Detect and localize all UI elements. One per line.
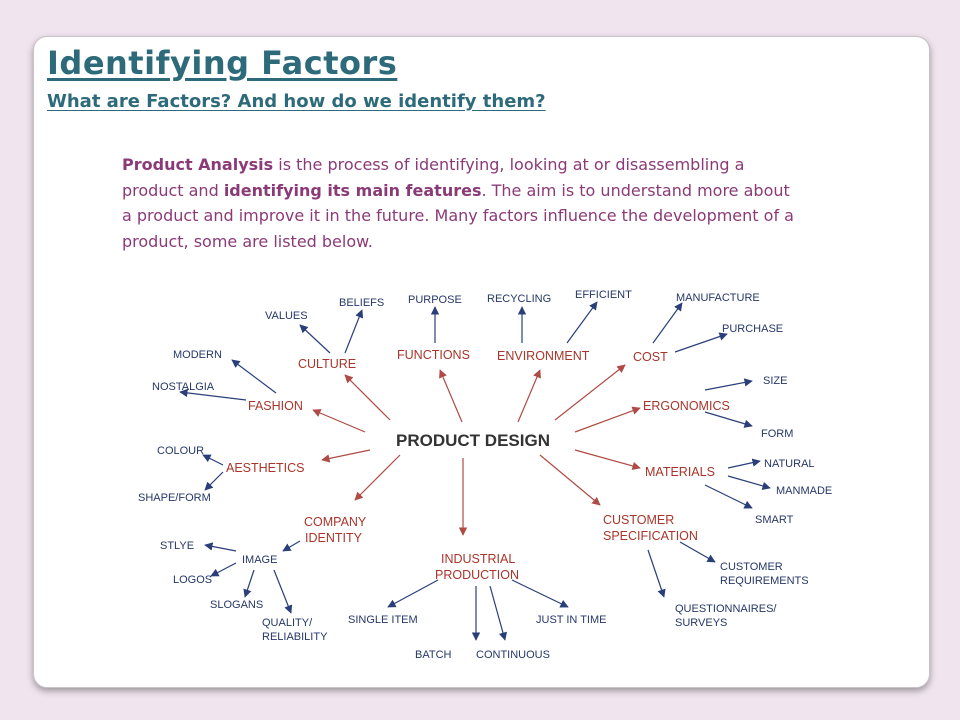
arrow-to-values [299, 324, 331, 354]
arrow-to-cost [554, 364, 626, 421]
category-labels: CULTURE FUNCTIONS ENVIRONMENT COST ERGON… [226, 348, 730, 582]
intro-term: Product Analysis [122, 155, 274, 174]
category-industrial-2: PRODUCTION [435, 568, 519, 582]
detail-manmade: MANMADE [776, 485, 832, 497]
detail-logos: LOGOS [173, 574, 212, 586]
arrow-to-shape-form [204, 471, 224, 491]
detail-efficient: EFFICIENT [575, 289, 632, 301]
detail-shape-form: SHAPE/FORM [138, 492, 211, 504]
product-design-diagram: PRODUCT DESIGN CULTURE FUNCTIONS ENVIRON… [126, 280, 846, 686]
detail-purpose: PURPOSE [408, 294, 462, 306]
category-cost: COST [633, 350, 668, 364]
detail-recycling: RECYCLING [487, 293, 551, 305]
category-culture: CULTURE [298, 357, 356, 371]
arrow-to-smart [704, 484, 753, 509]
detail-natural: NATURAL [764, 458, 815, 470]
arrow-to-quality [273, 569, 293, 614]
arrow-to-nostalgia [179, 388, 247, 401]
detail-beliefs: BELIEFS [339, 297, 384, 309]
arrow-to-environment [517, 369, 541, 423]
detail-quality-2: RELIABILITY [262, 631, 328, 643]
detail-slogans: SLOGANS [210, 599, 263, 611]
category-customer-spec-2: SPECIFICATION [603, 529, 698, 543]
category-company-2: IDENTITY [305, 531, 363, 545]
category-industrial-1: INDUSTRIAL [441, 552, 515, 566]
arrow-to-customer-req [679, 541, 716, 563]
category-company-1: COMPANY [304, 515, 367, 529]
category-functions: FUNCTIONS [397, 348, 470, 362]
detail-labels: VALUES BELIEFS PURPOSE RECYCLING EFFICIE… [138, 289, 832, 661]
detail-manufacture: MANUFACTURE [676, 292, 760, 304]
detail-quality-1: QUALITY/ [262, 617, 313, 629]
detail-questionnaires-1: QUESTIONNAIRES/ [675, 603, 777, 615]
category-fashion: FASHION [248, 399, 303, 413]
arrow-to-just-in-time [511, 579, 569, 608]
arrow-to-size [704, 378, 753, 391]
arrow-to-slogans [243, 569, 255, 598]
arrow-to-beliefs [344, 309, 364, 354]
arrow-to-form [704, 411, 753, 428]
detail-customer-req-2: REQUIREMENTS [720, 575, 809, 587]
arrow-to-customer-spec [539, 454, 601, 506]
arrow-to-single-item [387, 579, 439, 608]
arrow-to-stlye [204, 542, 237, 552]
intro-text-part1: is the process of identifying, looking a… [122, 155, 745, 200]
arrow-to-natural [727, 458, 761, 469]
arrow-to-aesthetics [321, 449, 371, 463]
arrow-to-fashion [312, 409, 366, 433]
arrow-to-materials [574, 449, 641, 471]
detail-questionnaires-2: SURVEYS [675, 617, 727, 629]
arrow-to-company [354, 454, 401, 501]
intro-text-part2: . The aim is to understand more about a … [122, 180, 794, 251]
intro-paragraph: Product Analysis is the process of ident… [122, 152, 802, 254]
detail-just-in-time: JUST IN TIME [536, 614, 607, 626]
arrow-to-efficient [566, 301, 598, 344]
category-aesthetics: AESTHETICS [226, 461, 305, 475]
detail-batch: BATCH [415, 649, 452, 661]
intro-emphasis: identifying its main features [223, 180, 482, 200]
detail-smart: SMART [755, 514, 794, 526]
detail-stlye: STLYE [160, 540, 194, 552]
category-arrows [312, 364, 641, 536]
arrow-to-purchase [674, 332, 728, 353]
page-subtitle: What are Factors? And how do we identify… [47, 91, 546, 112]
arrow-to-manmade [727, 475, 771, 490]
detail-single-item: SINGLE ITEM [348, 614, 418, 626]
category-environment: ENVIRONMENT [497, 349, 590, 363]
arrow-to-functions [439, 369, 463, 423]
arrow-to-manufacture [652, 302, 683, 344]
arrow-to-colour [202, 454, 224, 466]
detail-nostalgia: NOSTALGIA [152, 381, 215, 393]
arrow-to-questionnaires [647, 549, 666, 598]
category-ergonomics: ERGONOMICS [643, 399, 730, 413]
arrow-to-logos [210, 562, 237, 577]
category-customer-spec-1: CUSTOMER [603, 513, 674, 527]
arrow-company-to-image [282, 540, 301, 552]
detail-modern: MODERN [173, 349, 222, 361]
center-node: PRODUCT DESIGN [396, 431, 550, 450]
arrow-to-modern [231, 359, 277, 394]
arrow-to-continuous [489, 585, 508, 641]
detail-colour: COLOUR [157, 445, 204, 457]
detail-form: FORM [761, 428, 793, 440]
detail-image: IMAGE [242, 554, 277, 566]
page-title: Identifying Factors [47, 44, 398, 82]
detail-customer-req-1: CUSTOMER [720, 561, 783, 573]
detail-arrows [179, 301, 771, 641]
detail-values: VALUES [265, 310, 308, 322]
detail-continuous: CONTINUOUS [476, 649, 550, 661]
detail-purchase: PURCHASE [722, 323, 783, 335]
arrow-to-culture [344, 374, 391, 421]
arrow-to-ergonomics [574, 406, 641, 433]
detail-size: SIZE [763, 375, 787, 387]
category-materials: MATERIALS [645, 465, 715, 479]
